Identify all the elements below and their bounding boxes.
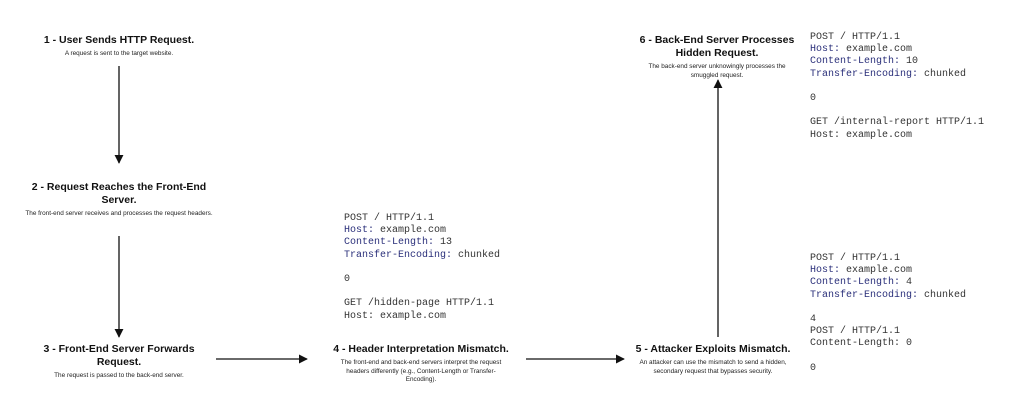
- code-line: Host: example.com: [810, 44, 984, 56]
- code-line: GET /internal-report HTTP/1.1: [810, 117, 984, 129]
- step-2: 2 - Request Reaches the Front-End Server…: [19, 181, 219, 219]
- code-line: Host: example.com: [810, 265, 966, 277]
- code-line: Content-Length: 4: [810, 277, 966, 289]
- code-line: GET /hidden-page HTTP/1.1: [344, 298, 500, 310]
- header-value: GET /internal-report HTTP/1.1: [810, 117, 985, 129]
- code-line: [810, 105, 984, 117]
- header-value: 0: [344, 274, 351, 285]
- header-value: 0: [810, 362, 817, 374]
- header-value: Host: example.com: [344, 310, 447, 322]
- header-name: Transfer-Encoding:: [344, 249, 453, 261]
- code-line: Transfer-Encoding: chunked: [344, 250, 500, 262]
- code-line: POST / HTTP/1.1: [810, 253, 966, 265]
- header-value: 10: [900, 56, 919, 68]
- header-name: Transfer-Encoding:: [810, 68, 919, 80]
- step-3-description: The request is passed to the back-end se…: [54, 372, 184, 379]
- header-value: chunked: [918, 289, 967, 301]
- header-value: POST / HTTP/1.1: [810, 326, 901, 338]
- header-name: Content-Length:: [810, 277, 901, 289]
- header-value: GET /hidden-page HTTP/1.1: [344, 298, 495, 310]
- header-value: 4: [900, 277, 913, 289]
- header-name: Content-Length:: [344, 237, 435, 249]
- step-1: 1 - User Sends HTTP Request. A request i…: [14, 34, 224, 59]
- step-1-description: A request is sent to the target website.: [64, 50, 174, 57]
- header-value: chunked: [452, 249, 501, 261]
- code-line: 0: [810, 93, 984, 105]
- header-value: POST / HTTP/1.1: [344, 213, 435, 224]
- code-line: 0: [810, 363, 966, 375]
- step-2-description: The front-end server receives and proces…: [25, 210, 213, 217]
- header-value: example.com: [840, 44, 913, 56]
- header-value: Host: example.com: [810, 129, 913, 141]
- header-name: Transfer-Encoding:: [810, 289, 919, 301]
- code-line: [344, 262, 500, 274]
- step-4-description: The front-end and back-end servers inter…: [340, 359, 502, 383]
- code-line: [810, 81, 984, 93]
- code-line: Content-Length: 10: [810, 56, 984, 68]
- header-name: Host:: [810, 44, 841, 56]
- header-value: POST / HTTP/1.1: [810, 32, 901, 43]
- step-1-title: 1 - User Sends HTTP Request.: [43, 34, 195, 46]
- step-4-title: 4 - Header Interpretation Mismatch.: [333, 343, 509, 355]
- step-2-title: 2 - Request Reaches the Front-End Server…: [31, 181, 207, 206]
- step-6-title: 6 - Back-End Server Processes Hidden Req…: [639, 34, 795, 59]
- header-name: Content-Length:: [810, 56, 901, 68]
- header-value: 13: [434, 237, 453, 249]
- code-line: Content-Length: 0: [810, 338, 966, 350]
- code-line: POST / HTTP/1.1: [810, 326, 966, 338]
- code-line: 0: [344, 274, 500, 286]
- code-line: Host: example.com: [810, 130, 984, 142]
- header-name: Host:: [344, 225, 375, 237]
- header-value: example.com: [374, 225, 447, 237]
- code-line: POST / HTTP/1.1: [810, 32, 984, 44]
- code-line: [810, 351, 966, 363]
- code-line: [344, 286, 500, 298]
- code-line: POST / HTTP/1.1: [344, 213, 500, 225]
- code-line: [810, 302, 966, 314]
- header-value: 0: [810, 93, 817, 104]
- header-value: chunked: [918, 68, 967, 80]
- header-value: example.com: [840, 265, 913, 277]
- code-line: Host: example.com: [344, 225, 500, 237]
- step-3-title: 3 - Front-End Server Forwards Request.: [43, 343, 195, 368]
- header-name: Host:: [810, 265, 841, 277]
- step-5-description: An attacker can use the mismatch to send…: [639, 359, 787, 375]
- step-5: 5 - Attacker Exploits Mismatch. An attac…: [628, 343, 798, 376]
- header-value: Content-Length: 0: [810, 338, 913, 350]
- code-line: Content-Length: 13: [344, 237, 500, 249]
- code-line: Host: example.com: [344, 311, 500, 323]
- code-line: Transfer-Encoding: chunked: [810, 290, 966, 302]
- header-value: POST / HTTP/1.1: [810, 253, 901, 264]
- header-value: 4: [810, 314, 817, 325]
- step-6-description: The back-end server unknowingly processe…: [648, 63, 786, 79]
- step-4: 4 - Header Interpretation Mismatch. The …: [326, 343, 516, 385]
- step-5-title: 5 - Attacker Exploits Mismatch.: [635, 343, 791, 355]
- code-line: Transfer-Encoding: chunked: [810, 69, 984, 81]
- step-3: 3 - Front-End Server Forwards Request. T…: [29, 343, 209, 381]
- step-6: 6 - Back-End Server Processes Hidden Req…: [632, 34, 802, 80]
- code-line: 4: [810, 314, 966, 326]
